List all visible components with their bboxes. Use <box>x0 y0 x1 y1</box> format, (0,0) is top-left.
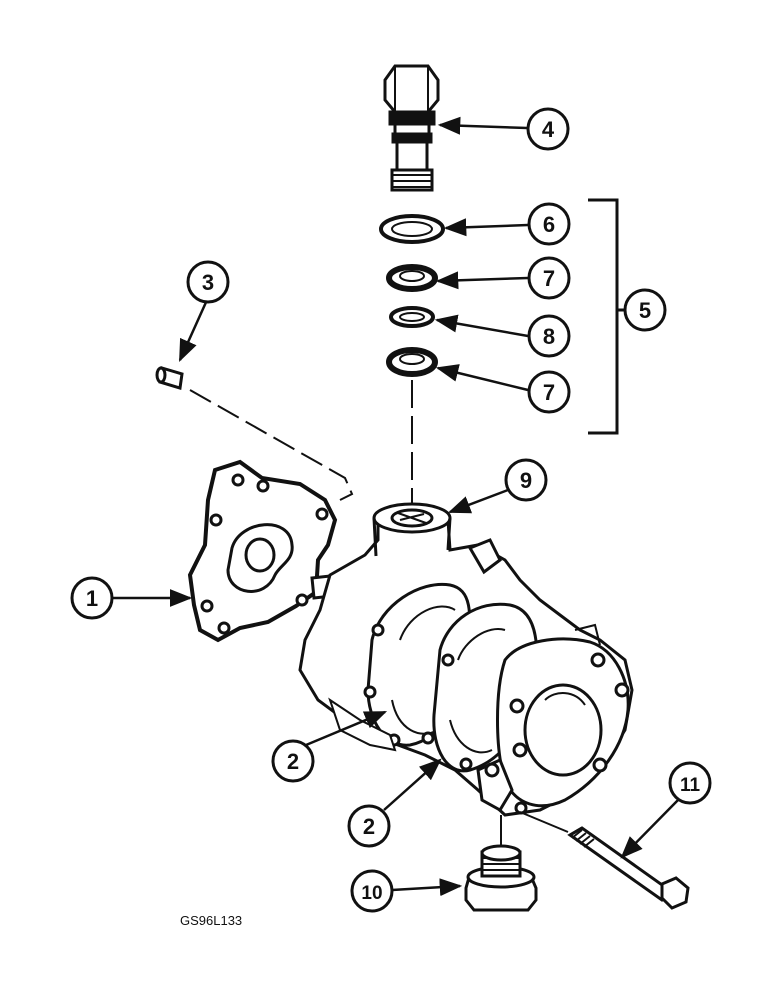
washer-6 <box>379 214 445 244</box>
bolt <box>567 826 690 910</box>
svg-text:4: 4 <box>542 117 555 142</box>
svg-text:9: 9 <box>520 468 532 493</box>
dowel-pin <box>155 366 184 390</box>
drain-plug <box>464 844 538 912</box>
group-bracket <box>588 198 628 435</box>
callout-7-lower: 7 <box>527 370 571 414</box>
callout-5: 5 <box>623 288 667 332</box>
svg-text:2: 2 <box>287 749 299 774</box>
gasket <box>187 459 338 643</box>
callout-9: 9 <box>504 458 548 502</box>
svg-text:3: 3 <box>202 270 214 295</box>
bolt-alignment-line <box>519 811 569 833</box>
callout-7-upper: 7 <box>527 256 571 300</box>
washer-8 <box>389 306 435 328</box>
svg-text:8: 8 <box>543 324 555 349</box>
pump-body <box>298 502 634 817</box>
svg-text:7: 7 <box>543 380 555 405</box>
callout-3: 3 <box>186 260 230 304</box>
figure-reference: GS96L133 <box>180 913 242 928</box>
svg-text:11: 11 <box>680 775 701 796</box>
callout-2-upper: 2 <box>271 739 315 783</box>
seal-7-upper <box>386 264 438 292</box>
callout-2-lower: 2 <box>347 804 391 848</box>
svg-text:7: 7 <box>543 266 555 291</box>
callout-8: 8 <box>527 314 571 358</box>
pin-alignment-line <box>189 389 354 501</box>
svg-text:1: 1 <box>86 586 98 611</box>
svg-text:10: 10 <box>361 883 382 904</box>
callout-11: 11 <box>668 761 712 805</box>
leader-lines <box>112 116 681 897</box>
valve-fitting <box>383 64 440 192</box>
svg-text:2: 2 <box>363 814 375 839</box>
callout-1: 1 <box>70 576 114 620</box>
seal-7-lower <box>386 347 438 377</box>
callout-4: 4 <box>526 107 570 151</box>
callout-10: 10 <box>350 869 394 913</box>
callout-6: 6 <box>527 202 571 246</box>
svg-text:6: 6 <box>543 212 555 237</box>
svg-text:5: 5 <box>639 298 651 323</box>
